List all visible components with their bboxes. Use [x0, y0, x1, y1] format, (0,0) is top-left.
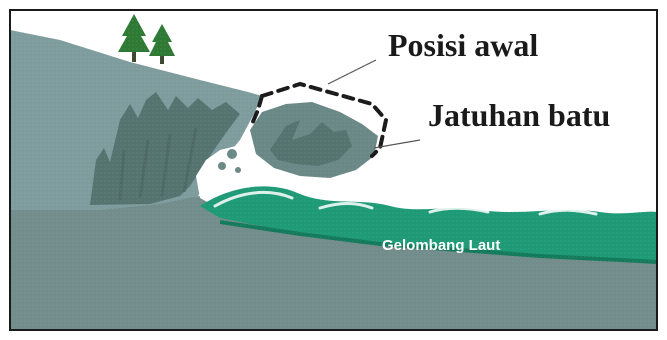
label-original-position: Posisi awal [388, 27, 538, 63]
label-sea-wave: Gelombang Laut [382, 237, 500, 254]
texture-overlay [10, 10, 657, 330]
label-rock-fall: Jatuhan batu [428, 97, 610, 133]
